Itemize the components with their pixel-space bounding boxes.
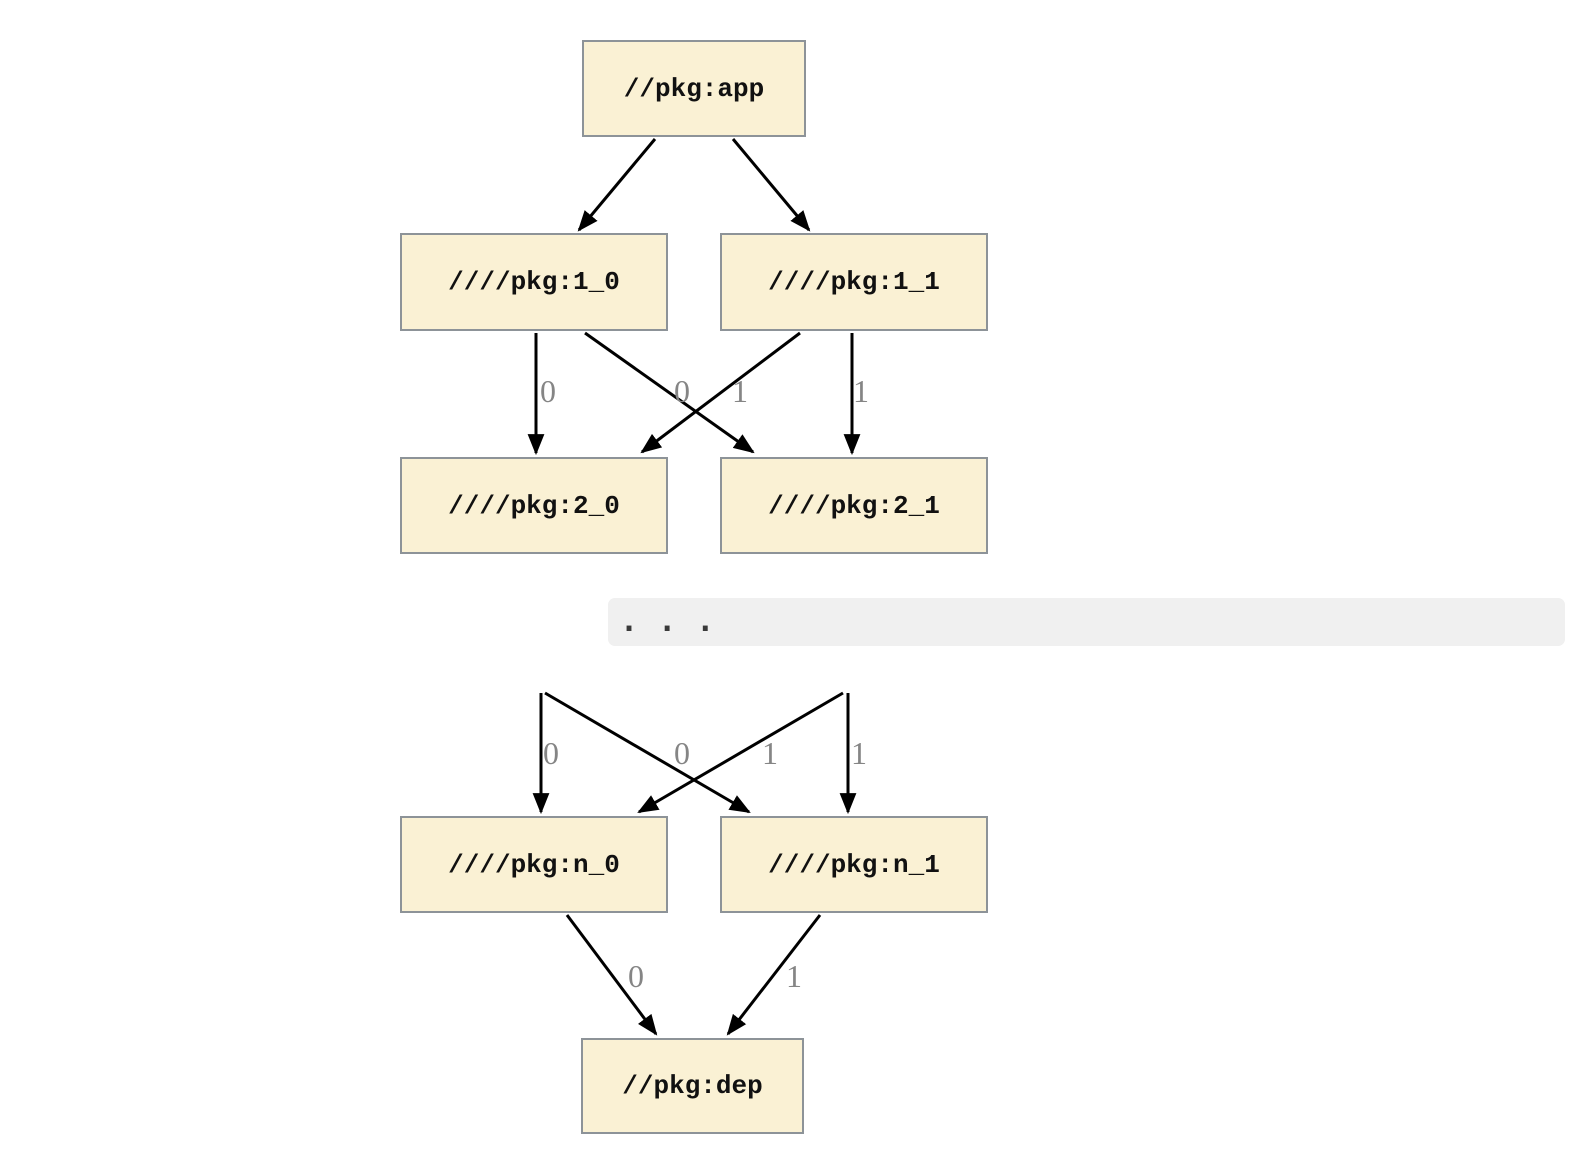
- node-pkg-app: //pkg:app: [582, 40, 806, 137]
- edge-app-to-1_1: [731, 138, 811, 232]
- ellipsis-dots: . . .: [620, 604, 716, 639]
- edge-label-1_0-to-2_1: 1: [732, 373, 748, 409]
- edge-label-1_1-to-2_0: 0: [674, 373, 690, 409]
- edge-label-ellipsis-to-n_0-cross: 0: [674, 735, 690, 771]
- edge-n_1-to-dep: [726, 914, 822, 1036]
- edge-n_0-to-dep: [565, 914, 658, 1036]
- edge-app-to-1_0: [577, 138, 657, 232]
- node-pkg-2_0: ////pkg:2_0: [400, 457, 668, 554]
- edge-label-ellipsis-to-n_1-straight: 1: [851, 735, 867, 771]
- edge-label-n_0-to-dep: 0: [628, 958, 644, 994]
- edge-ellipsis-to-n_0-cross: [637, 691, 844, 814]
- edge-1_0-to-2_1: [584, 331, 755, 454]
- node-pkg-1_1: ////pkg:1_1: [720, 233, 988, 331]
- node-pkg-n_1: ////pkg:n_1: [720, 816, 988, 913]
- node-pkg-n_0: ////pkg:n_0: [400, 816, 668, 913]
- node-pkg-1_0: ////pkg:1_0: [400, 233, 668, 331]
- edge-label-ellipsis-to-n_0-straight: 0: [543, 735, 559, 771]
- node-pkg-dep: //pkg:dep: [581, 1038, 804, 1134]
- edge-label-1_0-to-2_0: 0: [540, 373, 556, 409]
- continuation-band: . . .: [608, 598, 1565, 646]
- edge-label-n_1-to-dep: 1: [786, 958, 802, 994]
- edge-label-ellipsis-to-n_1-cross: 1: [762, 735, 778, 771]
- node-pkg-2_1: ////pkg:2_1: [720, 457, 988, 554]
- edge-1_1-to-2_0: [640, 331, 801, 454]
- edge-label-1_1-to-2_1: 1: [853, 373, 869, 409]
- edge-ellipsis-to-n_1-cross: [544, 691, 751, 814]
